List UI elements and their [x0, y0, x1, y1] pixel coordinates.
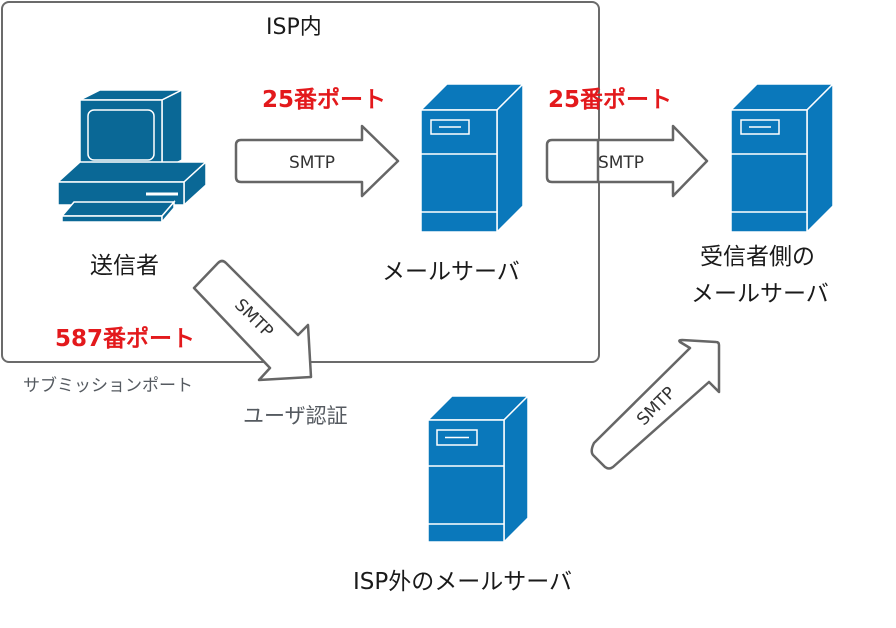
submission-port-note: サブミッションポート — [23, 376, 193, 396]
computer-icon — [56, 88, 208, 225]
recipient-mail-server-label-line1: 受信者側の — [700, 244, 815, 270]
port-label-25-isp: 25番ポート — [262, 87, 387, 113]
recipient-mail-server-label-line2: メールサーバ — [691, 281, 829, 307]
smtp-arrow-sender-to-isp: SMTP — [234, 124, 400, 198]
smtp-arrow-sender-to-external: SMTP — [192, 259, 313, 382]
external-mail-server-label: ISP外のメールサーバ — [353, 569, 573, 595]
user-auth-note: ユーザ認証 — [243, 404, 348, 428]
port-label-25-recipient: 25番ポート — [548, 87, 673, 113]
smtp-arrow-isp-to-recipient: SMTP — [545, 124, 709, 198]
smtp-arrow-external-to-recipient: SMTP — [590, 338, 721, 470]
isp-mail-server-label: メールサーバ — [382, 259, 520, 285]
sender-label: 送信者 — [90, 253, 159, 279]
port-label-587: 587番ポート — [55, 326, 196, 352]
server-icon-external — [426, 394, 530, 544]
smtp-arrow-label: SMTP — [289, 153, 335, 173]
isp-box-title: ISP内 — [266, 15, 322, 40]
smtp-arrow-label: SMTP — [598, 153, 644, 173]
server-icon-isp — [419, 82, 525, 234]
server-icon-recipient — [729, 82, 835, 234]
